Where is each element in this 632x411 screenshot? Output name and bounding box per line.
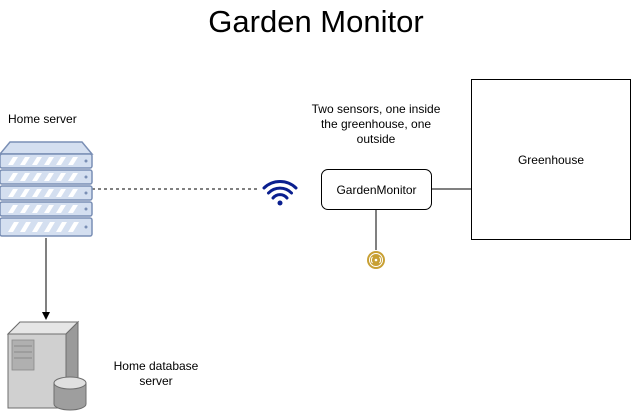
garden-monitor-node[interactable]: GardenMonitor	[321, 169, 432, 210]
greenhouse-node[interactable]: Greenhouse	[471, 79, 631, 240]
wifi-icon	[262, 180, 298, 206]
outside-sensor-icon	[367, 251, 385, 269]
garden-monitor-label: GardenMonitor	[336, 182, 417, 197]
database-server-icon	[6, 320, 87, 411]
database-server-label-line: Home database	[113, 359, 199, 373]
sensor-annotation-line: outside	[356, 132, 396, 146]
sensor-annotation: Two sensors, one inside the greenhouse, …	[276, 102, 476, 147]
home-server-label: Home server	[8, 112, 77, 126]
database-server-label-line: server	[139, 374, 173, 388]
diagram-title: Garden Monitor	[208, 4, 424, 39]
sensor-annotation-line: the greenhouse, one	[320, 117, 432, 131]
database-server-label: Home database server	[100, 359, 212, 389]
server-rack-icon	[0, 141, 94, 237]
sensor-annotation-line: Two sensors, one inside	[311, 102, 441, 116]
greenhouse-label: Greenhouse	[517, 153, 585, 167]
